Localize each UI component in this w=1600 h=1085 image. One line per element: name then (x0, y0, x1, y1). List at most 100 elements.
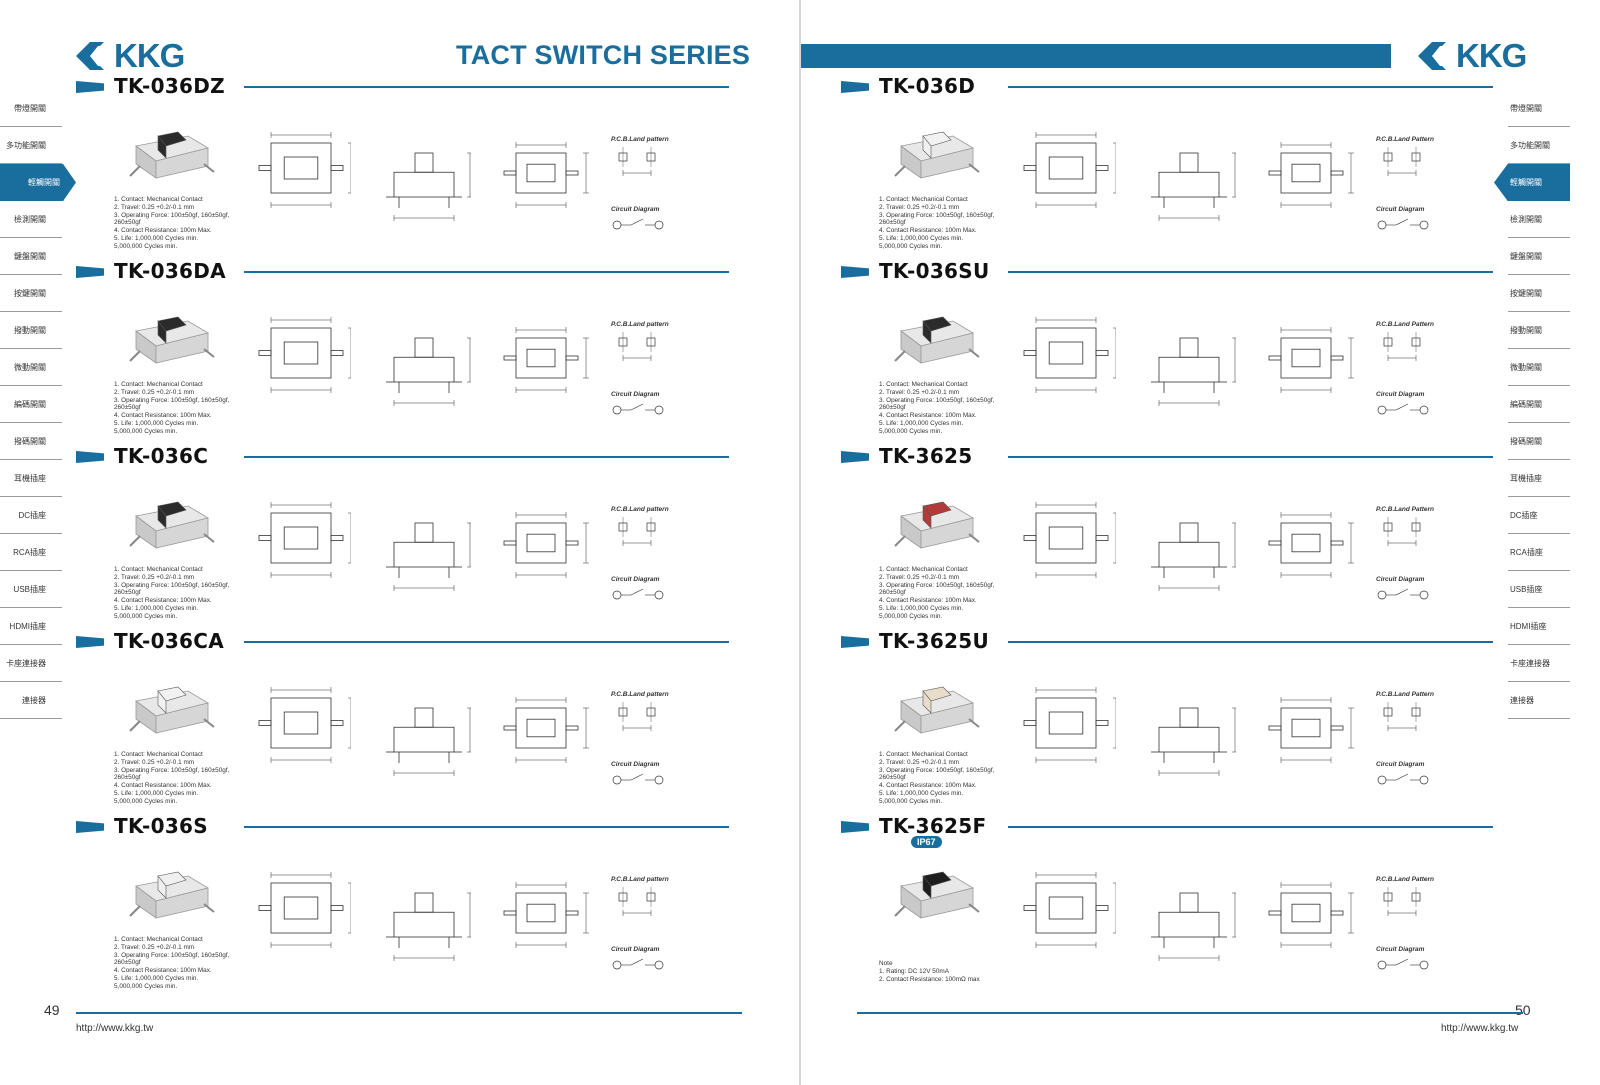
drawing-rect (1023, 905, 1037, 911)
technical-drawing: P.C.B.Land pattern (611, 691, 669, 731)
spec-line: 3. Operating Force: 100±50gf, 160±50gf, (114, 396, 230, 404)
technical-drawing (258, 502, 351, 578)
drawing-line (1395, 958, 1409, 966)
nav-item[interactable]: USB插座 (0, 571, 62, 608)
nav-item[interactable]: HDMI插座 (0, 608, 62, 645)
drawing-rect (503, 170, 517, 176)
drawing-rect (1268, 725, 1282, 731)
spec-line: 5. Life: 1,000,000 Cycles min. (879, 234, 964, 242)
nav-item[interactable]: 輕觸開關 (0, 164, 76, 201)
nav-item[interactable]: 按鍵開關 (0, 275, 62, 312)
footer-rule (857, 1012, 1523, 1014)
nav-item[interactable]: 撥碼開關 (0, 423, 62, 460)
spec-line: 3. Operating Force: 100±50gf, 160±50gf, (114, 581, 230, 589)
nav-item[interactable]: 撥動開關 (0, 312, 62, 349)
drawing-rect (1330, 725, 1344, 731)
nav-item[interactable]: 按鍵開關 (1508, 275, 1570, 312)
product-photo (129, 316, 215, 364)
switch-terminal (129, 720, 141, 732)
technical-drawing: Circuit Diagram (1376, 391, 1429, 415)
header-arrow-icon (76, 81, 104, 93)
drawing-rect (414, 892, 434, 913)
nav-item[interactable]: 微動開關 (1508, 349, 1570, 386)
nav-item[interactable]: RCA插座 (1508, 534, 1570, 571)
nav-item[interactable]: 多功能開關 (0, 127, 62, 164)
nav-item[interactable]: 連接器 (0, 682, 62, 719)
drawing-circle (1377, 960, 1387, 970)
drawing-rect (565, 540, 579, 546)
switch-terminal (203, 348, 215, 358)
drawing-rect (330, 165, 344, 171)
nav-item[interactable]: 撥動開關 (1508, 312, 1570, 349)
nav-item[interactable]: 連接器 (1508, 682, 1570, 719)
drawing-rect (1023, 350, 1037, 356)
footer-url[interactable]: http://www.kkg.tw (76, 1023, 154, 1034)
nav-item[interactable]: 卡座連接器 (0, 645, 62, 682)
spec-line: 5. Life: 1,000,000 Cycles min. (114, 974, 199, 982)
drawing-rect (1280, 152, 1332, 194)
spec-line: 1. Contact: Mechanical Contact (879, 751, 968, 758)
nav-item[interactable]: 耳機插座 (1508, 460, 1570, 497)
series-title: TACT SWITCH SERIES (456, 40, 751, 70)
spec-line: 5. Life: 1,000,000 Cycles min. (114, 789, 199, 797)
nav-item[interactable]: 輕觸開關 (1494, 164, 1570, 201)
nav-item[interactable]: 微動開關 (0, 349, 62, 386)
nav-item[interactable]: 檢測開關 (0, 201, 62, 238)
drawing-label: Circuit Diagram (1376, 946, 1425, 953)
spec-line: 3. Operating Force: 100±50gf, 160±50gf, (879, 581, 995, 589)
product-header: TK-036SU (841, 259, 1493, 285)
drawing-rect (1268, 355, 1282, 361)
nav-item[interactable]: 編碼開關 (0, 386, 62, 423)
technical-drawing (258, 132, 351, 208)
nav-item[interactable]: 鍵盤開關 (0, 238, 62, 275)
nav-item[interactable]: RCA插座 (0, 534, 62, 571)
drawing-rect (1291, 533, 1321, 553)
nav-item[interactable]: 編碼開關 (1508, 386, 1570, 423)
nav-item[interactable]: 檢測開關 (1508, 201, 1570, 238)
switch-actuator-side (922, 505, 932, 529)
technical-drawing: Circuit Diagram (611, 206, 664, 230)
technical-drawing (1023, 872, 1116, 948)
spec-line: 260±50gf (114, 404, 141, 412)
drawing-label: Circuit Diagram (611, 946, 660, 953)
nav-item[interactable]: 帶燈開關 (0, 90, 62, 127)
technical-drawing (1023, 132, 1116, 208)
spec-line: Note (879, 960, 893, 967)
drawing-label: Circuit Diagram (611, 761, 660, 768)
nav-item[interactable]: 鍵盤開關 (1508, 238, 1570, 275)
drawing-label: Circuit Diagram (1376, 761, 1425, 768)
spec-line: 3. Operating Force: 100±50gf, 160±50gf, (879, 396, 995, 404)
drawing-rect (515, 152, 567, 194)
drawing-circle (1377, 405, 1387, 415)
drawing-rect (258, 905, 272, 911)
nav-item[interactable]: 帶燈開關 (1508, 90, 1570, 127)
drawing-rect (1095, 535, 1109, 541)
footer-url[interactable]: http://www.kkg.tw (1441, 1023, 1519, 1034)
technical-drawing (1268, 142, 1354, 208)
technical-drawing: Circuit Diagram (611, 391, 664, 415)
spec-line: 5,000,000 Cycles min. (879, 797, 943, 805)
nav-item[interactable]: HDMI插座 (1508, 608, 1570, 645)
nav-item[interactable]: 耳機插座 (0, 460, 62, 497)
nav-item[interactable]: 撥碼開關 (1508, 423, 1570, 460)
drawing-rect (1280, 337, 1332, 379)
spec-line: 1. Contact: Mechanical Contact (114, 566, 203, 573)
switch-terminal (968, 533, 980, 543)
nav-item[interactable]: DC插座 (0, 497, 62, 534)
drawing-rect (1048, 526, 1084, 550)
nav-item[interactable]: 卡座連接器 (1508, 645, 1570, 682)
spec-line: 5,000,000 Cycles min. (879, 612, 943, 620)
nav-item[interactable]: 多功能開關 (1508, 127, 1570, 164)
drawing-label: P.C.B.Land Pattern (1376, 136, 1434, 143)
nav-item[interactable]: DC插座 (1508, 497, 1570, 534)
technical-drawing (503, 697, 589, 763)
spec-line: 4. Contact Resistance: 100m Max. (114, 597, 212, 605)
header-arrow-icon (841, 81, 869, 93)
technical-drawing (386, 707, 471, 776)
nav-item[interactable]: USB插座 (1508, 571, 1570, 608)
drawing-rect (1330, 540, 1344, 546)
